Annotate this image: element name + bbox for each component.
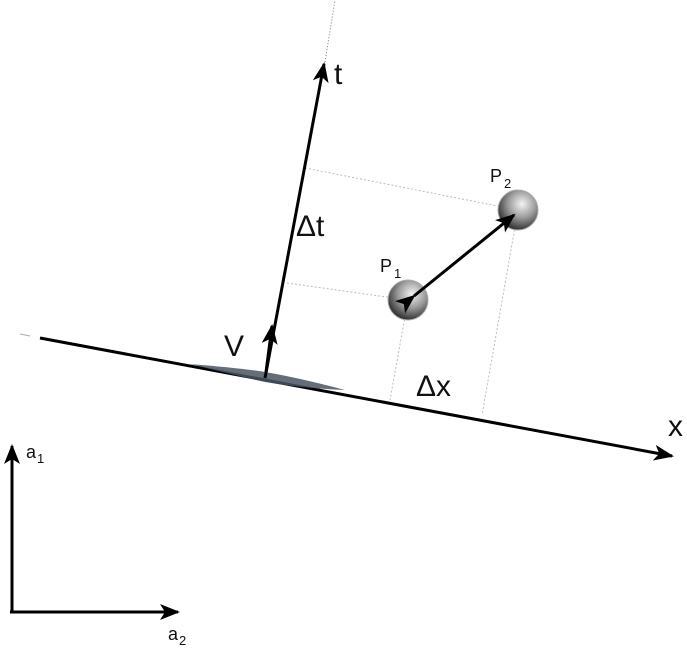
velocity-label: V [224,330,244,363]
a1-label: a1 [26,442,44,466]
delta-x-label: Δx [416,370,451,403]
a2-label: a2 [168,624,186,648]
delta-t-label: Δt [296,210,325,243]
wave-shape [190,364,345,390]
x-axis [39,336,674,461]
separation-arrow [394,213,516,314]
velocity-arrow [261,324,278,373]
t-axis-label: t [334,58,343,91]
x-axis-label: x [668,410,683,443]
t-axis-extension [324,0,336,63]
particle-p1 [387,279,429,321]
x-axis [19,333,31,337]
